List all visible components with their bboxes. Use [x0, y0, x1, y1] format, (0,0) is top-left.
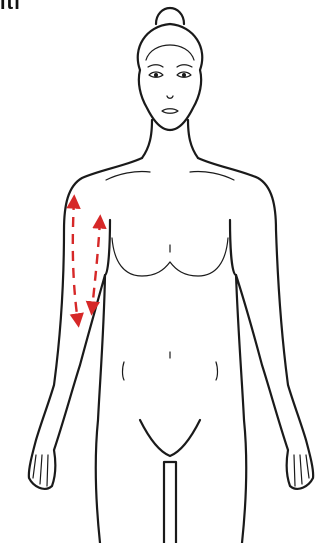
left-eyebrow [148, 65, 163, 67]
arrow-outer [73, 200, 78, 322]
neck-right [188, 120, 198, 158]
head-outline [138, 24, 203, 130]
right-hand-fingers [294, 455, 309, 486]
face [148, 65, 192, 114]
right-inner-arm [230, 220, 236, 275]
body-outline-right [198, 158, 313, 543]
right-pupil [182, 73, 186, 77]
chest-right [170, 238, 228, 276]
pelvis [140, 420, 200, 456]
left-inner-arm [105, 220, 110, 275]
hip-right [216, 362, 218, 380]
collarbone-left [106, 171, 150, 180]
hair-bun [156, 8, 184, 24]
body-outline [29, 158, 142, 543]
hair-part [146, 45, 194, 60]
collarbone-right [190, 171, 234, 180]
hip-left [123, 362, 125, 380]
leg-gap [164, 462, 176, 543]
mouth [162, 109, 178, 114]
right-eyebrow [177, 65, 192, 67]
left-pupil [154, 73, 158, 77]
nose [167, 96, 173, 98]
chest-left [112, 238, 170, 276]
neck-left [142, 120, 152, 158]
left-hand-fingers [33, 455, 48, 486]
